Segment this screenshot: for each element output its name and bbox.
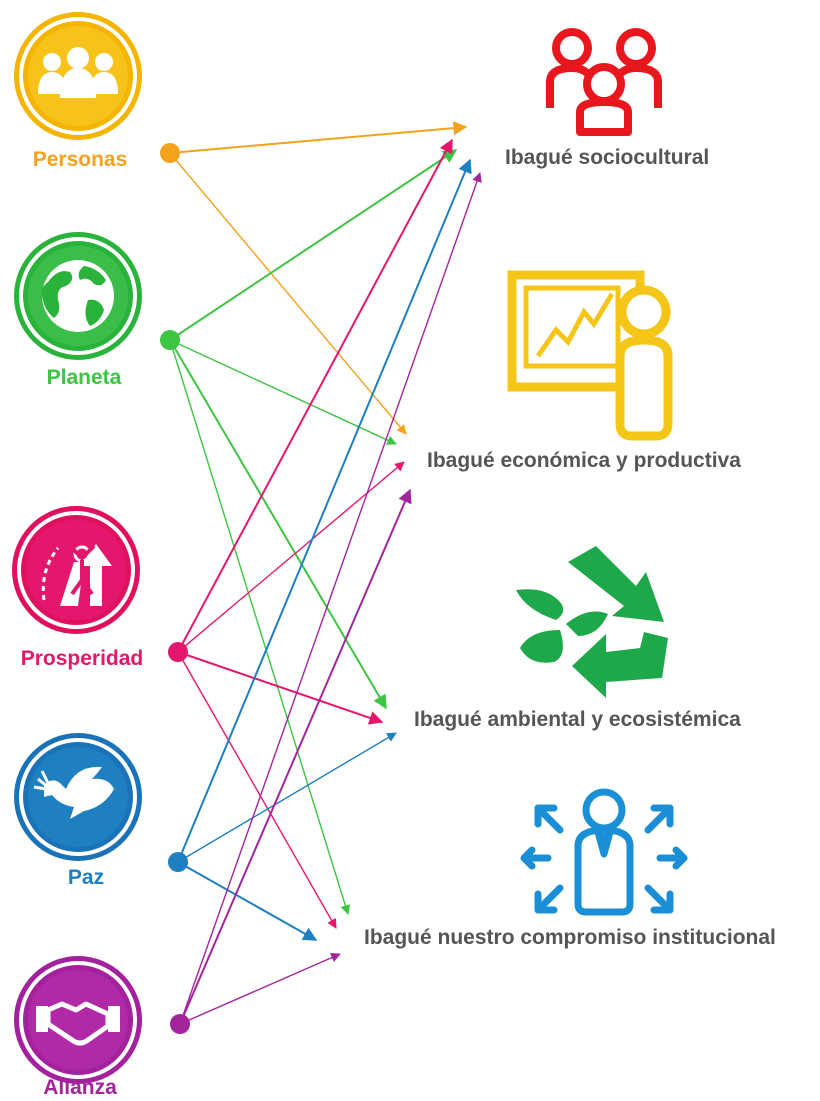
link-planeta-to-sociocultural (169, 149, 458, 341)
link-alianza-to-economica (179, 488, 412, 1025)
source-dot-prosperidad (168, 642, 188, 662)
handshake-icon (14, 956, 142, 1084)
target-label-economica: Ibagué económica y productiva (427, 449, 741, 472)
source-label-prosperidad: Prosperidad (20, 647, 144, 670)
people-group-icon (14, 12, 142, 140)
link-prosperidad-to-economica (177, 461, 405, 653)
link-planeta-to-economica (169, 339, 397, 445)
link-prosperidad-to-sociocultural (177, 138, 453, 653)
recycle-leaf-icon (516, 546, 668, 698)
link-planeta-to-institucional (169, 339, 351, 915)
source-label-paz: Paz (67, 866, 105, 889)
link-personas-to-economica (169, 152, 407, 435)
person-expanding-arrows-icon (520, 788, 688, 916)
link-prosperidad-to-institucional (177, 651, 337, 929)
link-paz-to-sociocultural (177, 158, 472, 863)
source-dot-alianza (170, 1014, 190, 1034)
link-alianza-to-sociocultural (179, 172, 482, 1025)
target-label-institucional: Ibagué nuestro compromiso institucional (364, 926, 776, 949)
source-dot-paz (168, 852, 188, 872)
link-alianza-to-institucional (179, 953, 341, 1025)
links-layer (169, 121, 482, 1025)
link-planeta-to-ambiental (169, 339, 387, 710)
presenter-chart-icon (507, 270, 673, 441)
people-outline-icon (546, 28, 662, 136)
source-label-personas: Personas (32, 148, 128, 171)
link-paz-to-institucional (177, 861, 318, 941)
link-paz-to-ambiental (177, 732, 397, 863)
dove-icon (14, 733, 142, 861)
source-dot-personas (160, 143, 180, 163)
source-label-alianza: Alianza (43, 1076, 117, 1099)
link-personas-to-sociocultural (169, 121, 468, 154)
source-dot-planeta (160, 330, 180, 350)
source-label-planeta: Planeta (46, 366, 122, 389)
target-label-sociocultural: Ibagué sociocultural (505, 146, 710, 169)
person-rising-arrow-icon (12, 506, 140, 634)
target-label-ambiental: Ibagué ambiental y ecosistémica (414, 708, 741, 731)
link-prosperidad-to-ambiental (177, 651, 384, 725)
nodes-layer (160, 143, 190, 1034)
globe-icon (14, 232, 142, 360)
